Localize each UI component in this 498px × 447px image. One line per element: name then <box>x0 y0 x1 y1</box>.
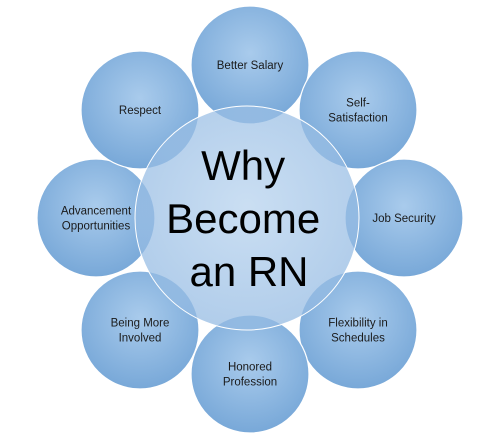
node-label-line: Self- <box>346 98 370 110</box>
node-circle-self-satisfaction <box>298 50 418 170</box>
node-label-line: Satisfaction <box>328 113 387 125</box>
node-label-line: Being More <box>111 318 170 330</box>
outer-nodes <box>36 5 464 434</box>
node-label-line: Honored <box>228 362 272 374</box>
center-title-line-1: Why <box>201 142 285 189</box>
node-label-line: Involved <box>119 333 162 345</box>
node-label-better-salary: Better Salary <box>217 60 284 72</box>
center-hub: Why Become an RN <box>134 105 360 331</box>
node-label-line: Profession <box>223 377 277 389</box>
center-title-line-3: an RN <box>189 248 308 295</box>
node-circle-being-more-involved <box>80 270 200 390</box>
node-label-self-satisfaction: Self- Satisfaction <box>328 98 387 125</box>
center-circle <box>134 105 360 331</box>
center-title: Why Become an RN <box>166 142 332 295</box>
node-circle-honored-profession <box>190 314 310 434</box>
node-label-line: Advancement <box>61 206 132 218</box>
node-label-line: Respect <box>119 105 162 117</box>
node-label-line: Better Salary <box>217 60 284 72</box>
node-label-flexibility-in-schedules: Flexibility in Schedules <box>328 318 387 345</box>
node-label-respect: Respect <box>119 105 162 117</box>
node-label-line: Opportunities <box>62 221 131 233</box>
node-label-line: Schedules <box>331 333 385 345</box>
node-label-job-security: Job Security <box>372 213 436 225</box>
node-label-line: Job Security <box>372 213 436 225</box>
node-label-line: Flexibility in <box>328 318 387 330</box>
center-title-line-2: Become <box>166 195 320 242</box>
node-circle-flexibility-in-schedules <box>298 270 418 390</box>
